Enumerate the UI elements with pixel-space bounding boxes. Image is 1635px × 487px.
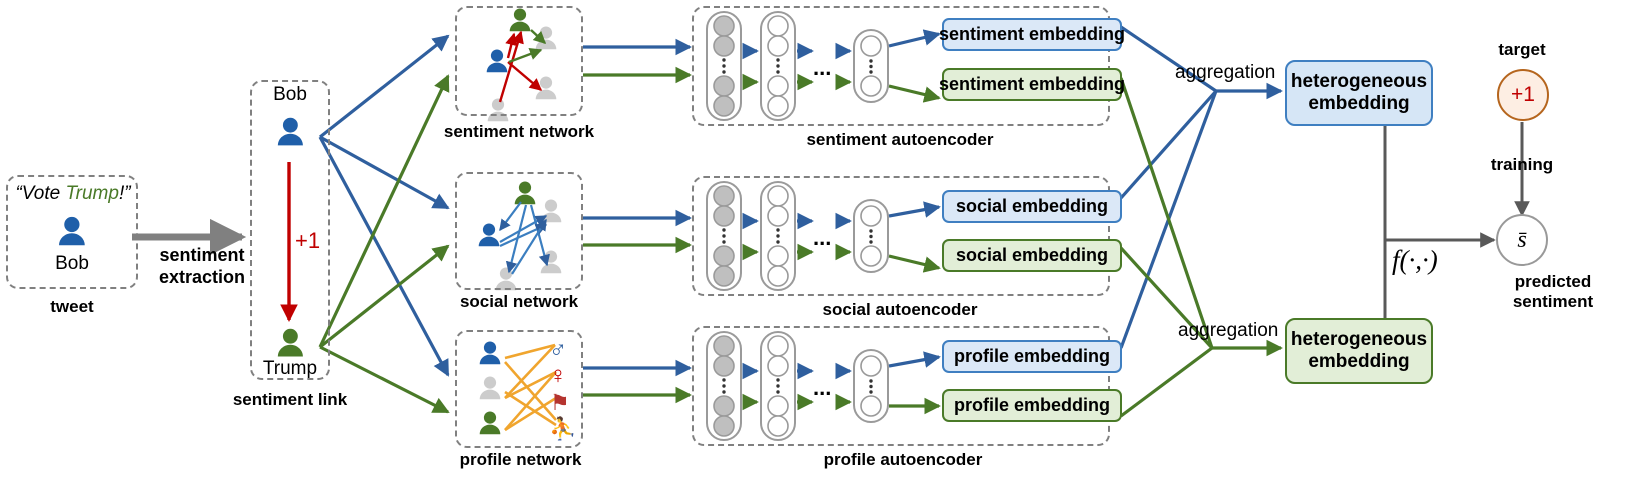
social-autoencoder-caption: social autoencoder: [822, 300, 978, 319]
usa-flag-icon: ⚑: [550, 390, 570, 415]
network-to-autoencoder-arrows: [583, 38, 692, 404]
predicted-sentiment-symbol: s̄: [1517, 226, 1527, 253]
sentiment-link-box: [250, 80, 330, 380]
heterogeneous-embedding-blue[interactable]: heterogeneous embedding: [1285, 60, 1433, 126]
predicted-caption-line2: sentiment: [1512, 292, 1594, 312]
profile-autoencoder-net: [706, 331, 941, 441]
sentiment-network-graph: [486, 8, 557, 122]
profile-network-graph: [479, 341, 557, 435]
profile-autoencoder-box: [692, 326, 1110, 446]
hetero-green-line1: heterogeneous: [1290, 328, 1428, 350]
tweet-user-label: Bob: [55, 253, 89, 274]
sentiment-embedding-blue[interactable]: sentiment embedding: [939, 18, 1125, 51]
sentiment-embedding-green[interactable]: sentiment embedding: [939, 68, 1125, 101]
female-gender-icon: ♀: [549, 362, 567, 389]
profile-network-box: [455, 330, 583, 448]
social-autoencoder-net: [706, 181, 941, 291]
social-network-box: [455, 172, 583, 290]
aggregation-bottom-lines: [1119, 77, 1283, 418]
tweet-entity: Trump: [65, 183, 119, 204]
profile-embedding-green[interactable]: profile embedding: [942, 389, 1122, 422]
hetero-blue-line2: embedding: [1308, 93, 1410, 114]
predicted-sentiment-node: s̄: [1496, 214, 1548, 266]
tweet-quote-open: “Vote: [15, 183, 66, 204]
bob-to-networks-arrows: [318, 34, 450, 377]
social-network-graph: [478, 181, 562, 291]
sentiment-link-source-label: Bob: [273, 84, 307, 105]
sentiment-autoencoder-box: [692, 6, 1110, 126]
target-caption: target: [1498, 40, 1546, 59]
sentiment-autoencoder-ellipsis: ...: [813, 55, 832, 80]
sentiment-autoencoder-net: [706, 11, 941, 121]
male-gender-icon: ♂: [549, 336, 567, 363]
sentiment-network-box: [455, 6, 583, 116]
trump-to-networks-arrows: [318, 74, 450, 414]
sentiment-link-target-label: Trump: [262, 358, 318, 379]
aggregation-top-label: aggregation: [1175, 62, 1276, 83]
social-embedding-blue[interactable]: social embedding: [942, 190, 1122, 223]
social-network-caption: social network: [459, 292, 579, 311]
sentiment-link-caption: sentiment link: [232, 390, 348, 409]
social-autoencoder-box: [692, 176, 1110, 296]
profile-network-caption: profile network: [459, 450, 582, 469]
profile-attr-icons: ♂ ♀ ⚑ ⛹: [549, 336, 583, 444]
heterogeneous-embedding-green[interactable]: heterogeneous embedding: [1285, 318, 1433, 384]
training-label: training: [1490, 155, 1554, 174]
hetero-blue-line1: heterogeneous: [1290, 70, 1428, 92]
sentiment-extraction-label: sentiment extraction: [147, 245, 257, 288]
sentiment-network-caption: sentiment network: [443, 122, 595, 141]
target-node: +1: [1497, 69, 1549, 121]
extraction-line1: sentiment: [159, 245, 245, 265]
predicted-caption-line1: predicted: [1514, 272, 1592, 291]
profile-embedding-blue[interactable]: profile embedding: [942, 340, 1122, 373]
prediction-wiring: [1383, 122, 1530, 328]
function-label: f(·,·): [1392, 245, 1438, 275]
sentiment-edge-value: +1: [295, 228, 321, 253]
tweet-caption: tweet: [50, 297, 94, 316]
tweet-quote-close: !”: [118, 183, 131, 204]
predicted-sentiment-caption: predicted sentiment: [1478, 272, 1628, 313]
extraction-line2: extraction: [158, 266, 246, 287]
target-value: +1: [1511, 83, 1535, 106]
sports-icon: ⛹: [549, 416, 577, 441]
profile-autoencoder-caption: profile autoencoder: [823, 450, 983, 469]
social-autoencoder-ellipsis: ...: [813, 225, 832, 250]
tweet-box: [6, 175, 138, 289]
profile-autoencoder-ellipsis: ...: [813, 375, 832, 400]
social-embedding-green[interactable]: social embedding: [942, 239, 1122, 272]
sentiment-autoencoder-caption: sentiment autoencoder: [806, 130, 994, 149]
tweet-text: “Vote Trump!”: [14, 183, 132, 205]
hetero-green-line2: embedding: [1308, 351, 1410, 372]
aggregation-bottom-label: aggregation: [1178, 320, 1279, 341]
